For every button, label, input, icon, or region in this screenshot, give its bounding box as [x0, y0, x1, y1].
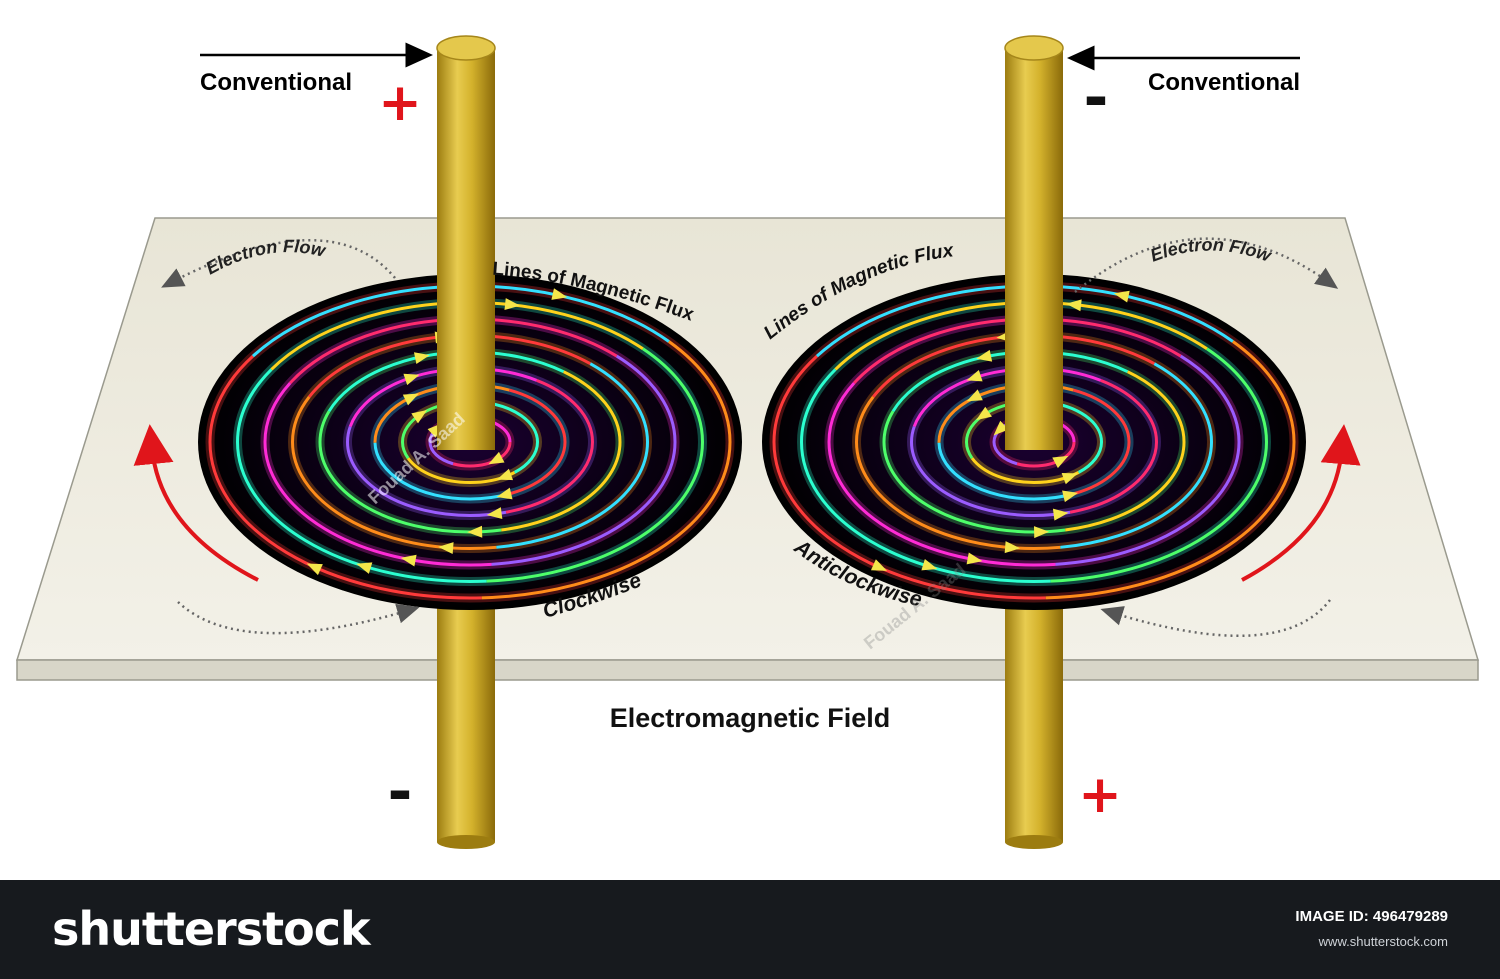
flux-ring	[263, 317, 677, 567]
diagram-canvas: Conventional Conventional + - - + Electr…	[15, 35, 1480, 849]
left-rod-top	[436, 35, 496, 61]
flux-direction-arrow	[306, 563, 323, 576]
shutterstock-logo[interactable]: shutterstock	[52, 902, 371, 956]
flux-ring	[428, 416, 512, 468]
electron-flow-arrow-right	[1074, 237, 1339, 293]
right-rod-top	[1004, 35, 1064, 61]
flux-ring	[346, 367, 594, 517]
right-rod-upper	[1005, 48, 1063, 450]
flux-ring	[965, 400, 1103, 484]
flux-direction-arrow	[1066, 299, 1082, 312]
left-rod-upper	[437, 48, 495, 450]
flux-direction-arrow	[966, 389, 983, 402]
right-rod-lower-end	[1005, 835, 1063, 849]
flux-direction-arrow	[921, 558, 938, 571]
flux-ring	[937, 383, 1131, 501]
flux-ring	[291, 334, 649, 550]
flux-direction-arrow	[356, 562, 373, 574]
flux-direction-arrow	[976, 349, 993, 362]
flux-ring	[910, 367, 1158, 517]
flux-ring	[208, 284, 732, 600]
flux-direction-arrow	[1033, 526, 1050, 539]
flux-direction-arrow	[993, 420, 1009, 436]
flux-direction-arrow	[976, 406, 992, 421]
conventional-label-right: Conventional	[1148, 69, 1300, 96]
flux-ring	[992, 416, 1076, 468]
footer-bar: shutterstock IMAGE ID: 496479289 www.shu…	[0, 880, 1500, 979]
flux-ring	[827, 317, 1241, 567]
electron-flow-arrow-bottom-left	[177, 601, 420, 635]
flux-ring	[800, 301, 1268, 583]
polarity-right-top: -	[1084, 63, 1109, 133]
flux-direction-arrow	[467, 525, 483, 538]
flux-ring	[855, 334, 1213, 550]
conventional-label-left: Conventional	[200, 69, 352, 96]
flux-direction-arrow	[966, 552, 983, 565]
flux-direction-arrow	[1061, 472, 1078, 485]
flux-ring	[772, 284, 1296, 600]
electron-flow-arrow-left	[161, 238, 396, 288]
flux-direction-arrow	[400, 554, 417, 567]
flux-ring	[236, 301, 704, 583]
rotation-arrow-left	[133, 424, 259, 582]
flux-ring	[772, 284, 1296, 600]
flux-ring	[291, 334, 649, 550]
polarity-left-bottom: -	[388, 757, 413, 827]
flux-ring	[318, 350, 622, 534]
flux-ring	[800, 301, 1268, 583]
flux-direction-arrow	[870, 559, 888, 571]
flux-direction-arrow	[1113, 290, 1130, 303]
flux-ring	[401, 400, 539, 484]
flux-ring	[882, 350, 1186, 534]
flux-direction-arrow	[966, 370, 983, 382]
flux-ring	[263, 317, 677, 567]
flux-ring	[373, 383, 567, 501]
flux-direction-arrow	[496, 468, 514, 481]
flux-ring	[937, 383, 1131, 501]
flux-ring	[855, 334, 1213, 550]
flux-direction-arrow	[1052, 508, 1069, 521]
flux-ring	[882, 350, 1186, 534]
flux-ring	[236, 301, 704, 583]
flux-direction-arrow	[438, 542, 454, 555]
flux-ring	[346, 367, 594, 517]
flux-direction-arrow	[413, 352, 430, 365]
polarity-right-bottom: +	[1078, 765, 1122, 825]
right-rod-lower	[1005, 600, 1063, 842]
flux-direction-arrow	[411, 410, 428, 424]
electron-flow-arrow-bottom-right	[1100, 599, 1331, 638]
flux-direction-arrow	[496, 487, 513, 500]
left-rod-lower-end	[437, 835, 495, 849]
left-rod-lower	[437, 600, 495, 842]
flux-direction-arrow	[486, 507, 503, 520]
flux-direction-arrow	[488, 451, 505, 465]
flux-direction-arrow	[402, 393, 419, 406]
flux-direction-arrow	[1004, 541, 1021, 554]
rotation-arrow-right	[1241, 424, 1361, 582]
flux-direction-arrow	[1062, 490, 1079, 503]
flux-direction-arrow	[403, 373, 420, 386]
flux-ring	[208, 284, 732, 600]
diagram: Conventional Conventional + - - + Electr…	[15, 35, 1480, 849]
flux-ring	[401, 400, 539, 484]
diagram-title: Electromagnetic Field	[610, 703, 891, 733]
flux-ring	[827, 317, 1241, 567]
polarity-left-top: +	[378, 73, 422, 133]
plate-edge	[16, 659, 1479, 681]
flux-direction-arrow	[504, 298, 521, 311]
site-url[interactable]: www.shutterstock.com	[1318, 934, 1448, 949]
flux-ring	[373, 383, 567, 501]
flux-direction-arrow	[1052, 455, 1069, 469]
flux-ring	[910, 367, 1158, 517]
flux-direction-arrow	[551, 288, 568, 300]
flux-ring	[965, 400, 1103, 484]
image-id: IMAGE ID: 496479289	[1295, 908, 1448, 925]
